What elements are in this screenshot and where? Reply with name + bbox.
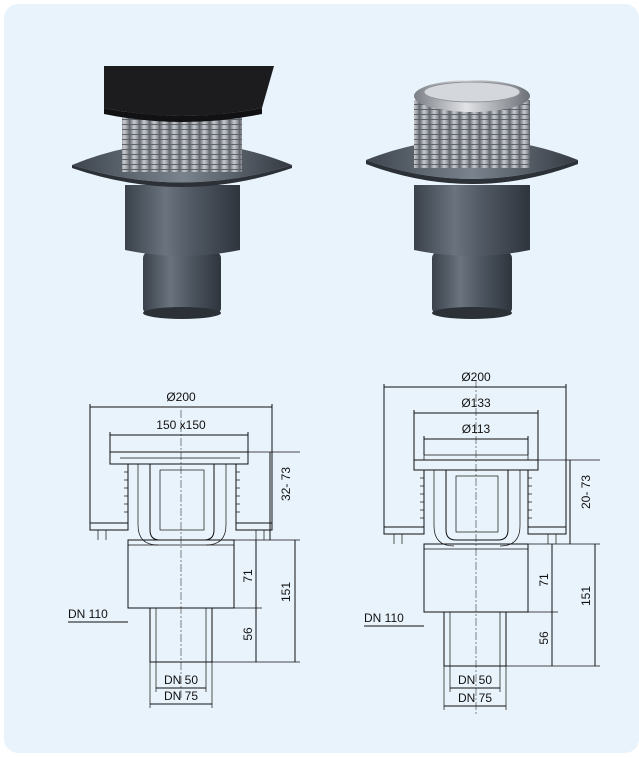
dim-right-total-height: 151 xyxy=(579,586,593,606)
dim-right-dia-outer: Ø200 xyxy=(461,370,491,384)
dim-right-lower-height: 56 xyxy=(537,631,551,645)
product-image-grate xyxy=(72,66,292,319)
dim-left-pipe-inner-large: DN 75 xyxy=(164,689,198,703)
dim-right-upper-height: 71 xyxy=(537,573,551,587)
product-panel xyxy=(4,4,639,753)
technical-drawing-right: Ø200 Ø133 Ø113 20- 73 71 56 151 DN 110 D… xyxy=(364,370,600,715)
technical-drawing-left: Ø200 150 x150 32- 73 71 56 151 DN 110 DN… xyxy=(68,390,300,708)
dim-left-pipe-inner-small: DN 50 xyxy=(164,673,198,687)
dim-left-lower-height: 56 xyxy=(241,627,255,641)
dim-right-pipe-outer: DN 110 xyxy=(364,611,404,625)
dim-left-total-height: 151 xyxy=(279,582,293,602)
dim-right-dia-inner: Ø113 xyxy=(462,422,491,436)
dim-left-pipe-outer: DN 110 xyxy=(68,607,108,621)
dim-right-pipe-inner-small: DN 50 xyxy=(458,673,492,687)
dim-right-dia-mid: Ø133 xyxy=(461,396,491,410)
dim-left-upper-height: 71 xyxy=(241,569,255,583)
product-image-ring xyxy=(366,80,578,319)
dim-right-height-adjust: 20- 73 xyxy=(579,475,593,509)
dim-left-height-adjust: 32- 73 xyxy=(279,467,293,501)
dim-left-dia-outer: Ø200 xyxy=(166,390,196,404)
dim-right-pipe-inner-large: DN 75 xyxy=(458,691,492,705)
dim-left-grate-size: 150 x150 xyxy=(156,418,206,432)
